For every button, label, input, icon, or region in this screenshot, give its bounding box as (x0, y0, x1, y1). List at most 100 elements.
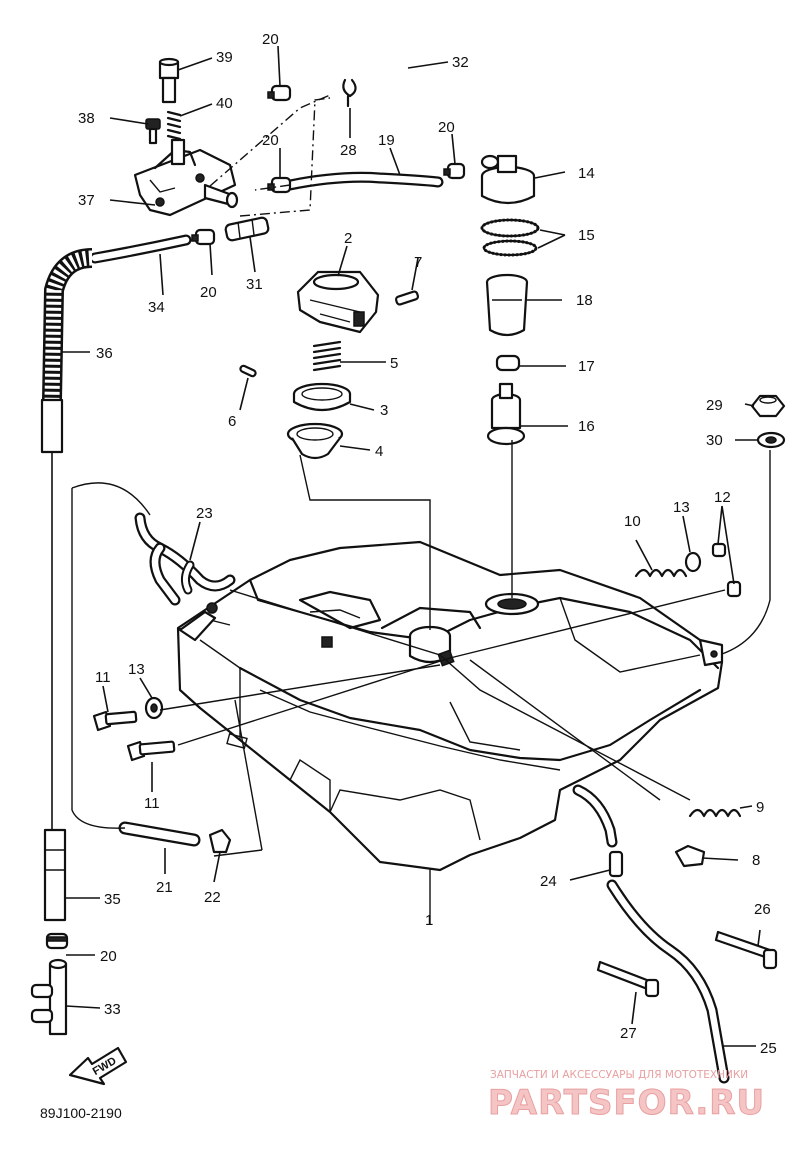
callout-7: 7 (414, 254, 422, 271)
clamp-22 (208, 828, 232, 854)
clip-28 (342, 78, 357, 108)
callout-35: 35 (104, 891, 121, 908)
clamp-20-c (443, 162, 466, 180)
assembly-lines (51, 94, 771, 924)
callout-31: 31 (246, 276, 263, 293)
callout-12: 12 (714, 489, 731, 506)
callout-20: 20 (438, 119, 455, 136)
callout-30: 30 (706, 432, 723, 449)
callout-28: 28 (340, 142, 357, 159)
clamp-20-b (267, 176, 292, 194)
gasket-3 (292, 382, 352, 412)
joint-33 (30, 958, 68, 1036)
callout-15: 15 (578, 227, 595, 244)
pump-body-18 (485, 273, 529, 337)
callout-26: 26 (754, 901, 771, 918)
callout-21: 21 (156, 879, 173, 896)
callout-14: 14 (578, 165, 595, 182)
callout-33: 33 (104, 1001, 121, 1018)
neck-4 (286, 422, 344, 460)
pin-6 (239, 364, 257, 378)
forward-arrow: FWD (68, 1046, 128, 1086)
pump-cap-14 (480, 154, 536, 205)
callout-3: 3 (380, 402, 388, 419)
clip-8 (674, 844, 706, 868)
filler-cap-2 (296, 270, 380, 334)
hose-25 (606, 879, 730, 1084)
hose-34 (89, 234, 192, 264)
callout-24: 24 (540, 873, 557, 890)
washer-13-b (144, 696, 164, 720)
watermark-brand: PARTSFOR.RU (488, 1083, 765, 1123)
rings-15 (480, 218, 540, 257)
callout-9: 9 (756, 799, 764, 816)
callout-2: 2 (344, 230, 352, 247)
callout-22: 22 (204, 889, 221, 906)
hose-19 (284, 171, 444, 191)
hose-35 (43, 828, 67, 922)
hose-24 (572, 784, 624, 878)
fuel-cock (133, 138, 239, 217)
callout-6: 6 (228, 413, 236, 430)
spring-5 (312, 340, 342, 372)
diagram-code: 89J100-2190 (40, 1105, 122, 1121)
callout-27: 27 (620, 1025, 637, 1042)
callout-40: 40 (216, 95, 233, 112)
fuel-tank (176, 540, 724, 872)
leader-lines (62, 45, 761, 1047)
callout-8: 8 (752, 852, 760, 869)
hose-21 (118, 821, 201, 847)
clip-12 (711, 542, 742, 598)
hose-32 (296, 58, 409, 100)
hose-23 (134, 512, 236, 606)
nut-29 (750, 394, 786, 418)
callout-20: 20 (262, 31, 279, 48)
callout-11: 11 (95, 669, 111, 686)
fuel-cock-nipple (158, 57, 180, 104)
callout-5: 5 (390, 355, 398, 372)
fuel-cock-spring (166, 110, 182, 141)
callout-29: 29 (706, 397, 723, 414)
bolt-11-a (92, 710, 138, 732)
callout-23: 23 (196, 505, 213, 522)
clamp-20-a (267, 84, 292, 102)
pipe-31 (224, 216, 270, 242)
callout-1: 1 (425, 912, 433, 929)
callout-13: 13 (128, 661, 145, 678)
pin-7 (394, 290, 420, 306)
callout-19: 19 (378, 132, 395, 149)
callout-20: 20 (262, 132, 279, 149)
bolt-11-b (126, 740, 176, 762)
band-26 (714, 930, 778, 970)
clamp-17 (495, 354, 521, 372)
corrugated-hose-36 (40, 248, 93, 454)
clamp-20-e (45, 932, 69, 950)
callout-20: 20 (200, 284, 217, 301)
callout-38: 38 (78, 110, 95, 127)
callout-13: 13 (673, 499, 690, 516)
callout-36: 36 (96, 345, 113, 362)
callout-11: 11 (144, 795, 160, 812)
band-27 (596, 960, 660, 998)
callout-39: 39 (216, 49, 233, 66)
fuel-cock-screw (145, 118, 161, 145)
callout-34: 34 (148, 299, 165, 316)
callout-10: 10 (624, 513, 641, 530)
callout-25: 25 (760, 1040, 777, 1057)
clamp-20-d (191, 228, 216, 246)
watermark-subtitle: ЗАПЧАСТИ И АКСЕССУАРЫ ДЛЯ МОТОТЕХНИКИ (490, 1069, 748, 1081)
watermark: ЗАПЧАСТИ И АКСЕССУАРЫ ДЛЯ МОТОТЕХНИКИ PA… (488, 1069, 765, 1124)
callout-37: 37 (78, 192, 95, 209)
spring-9 (688, 808, 742, 818)
callout-17: 17 (578, 358, 595, 375)
washer-13-a (684, 551, 702, 573)
callout-labels: 39 20 32 38 40 28 20 19 20 14 37 15 2 7 … (78, 31, 777, 1057)
callout-32: 32 (452, 54, 469, 71)
callout-4: 4 (375, 443, 383, 460)
callout-18: 18 (576, 292, 593, 309)
callout-16: 16 (578, 418, 595, 435)
filter-16 (486, 382, 526, 446)
washer-30 (756, 431, 786, 449)
